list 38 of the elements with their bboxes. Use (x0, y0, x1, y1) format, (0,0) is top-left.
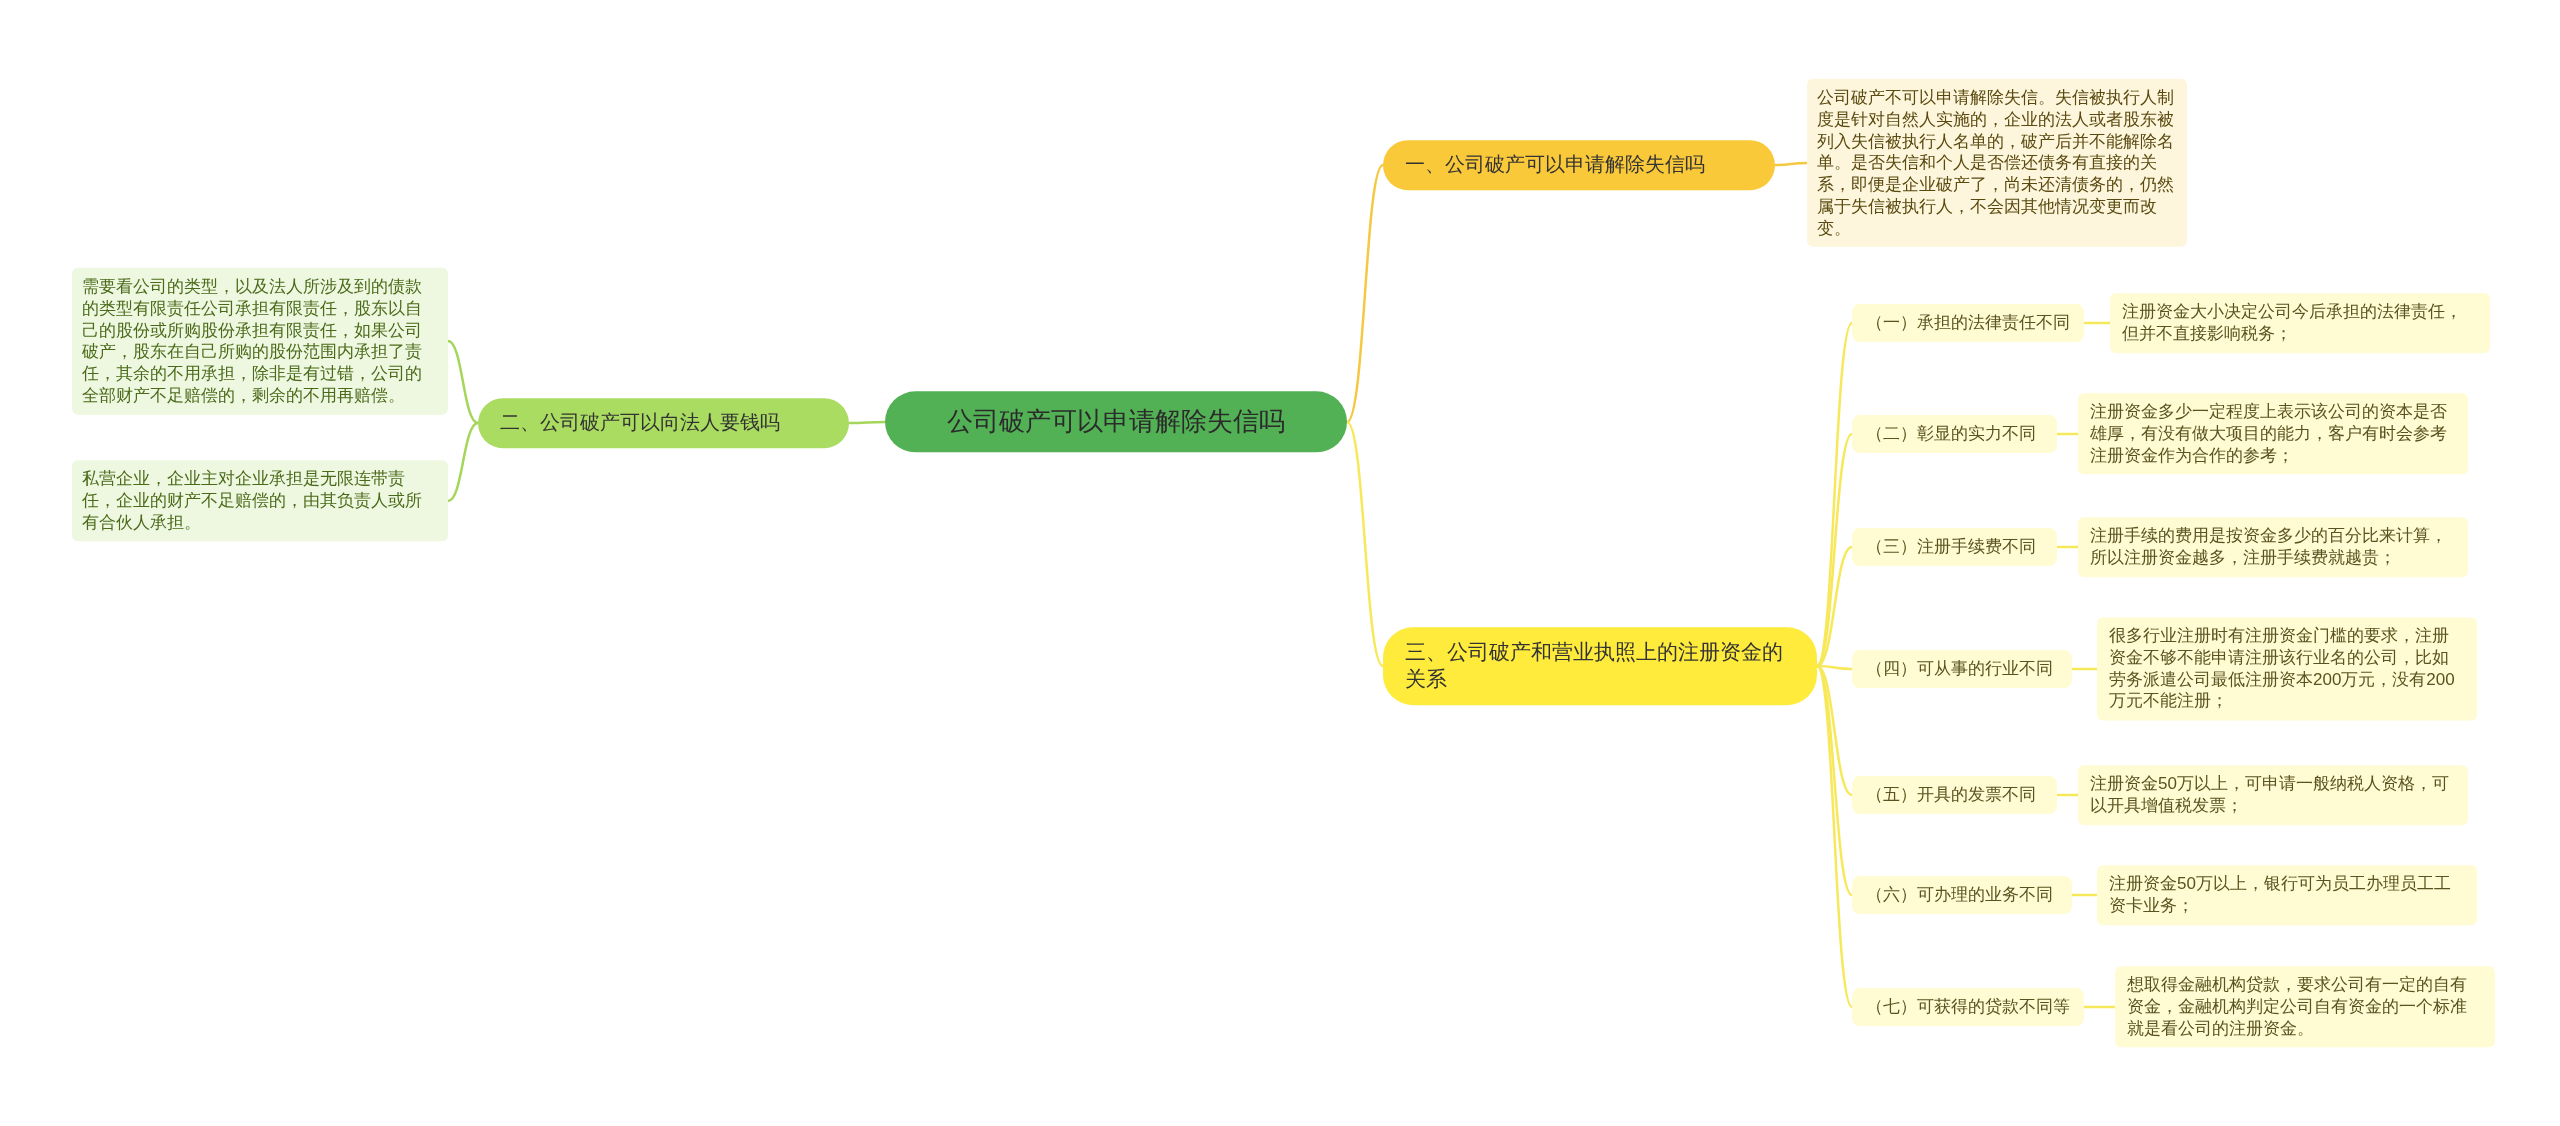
connector-line (1817, 664, 1852, 671)
connector-line (447, 339, 479, 425)
note-box: 注册手续的费用是按资金多少的百分比来计算，所以注册资金越多，注册手续费就越贵； (2078, 517, 2468, 577)
subtopic-box: （七）可获得的贷款不同等 (1852, 988, 2084, 1026)
topic-box: 一、公司破产可以申请解除失信吗 (1383, 140, 1775, 190)
note-box: 私营企业，企业主对企业承担是无限连带责任，企业的财产不足赔偿的，由其负责人或所有合伙人承担。 (72, 460, 448, 542)
connector-line (2072, 893, 2097, 897)
subtopic-box: （五）开具的发票不同 (1852, 776, 2057, 814)
note-box: 注册资金50万以上，银行可为员工办理员工工资卡业务； (2097, 865, 2477, 925)
subtopic-box: （三）注册手续费不同 (1852, 528, 2057, 566)
note-box: 注册资金50万以上，可申请一般纳税人资格，可以开具增值税发票； (2078, 765, 2468, 825)
connector-line (2057, 432, 2078, 436)
topic-box: 二、公司破产可以向法人要钱吗 (478, 398, 849, 448)
note-box: 注册资金大小决定公司今后承担的法律责任，但并不直接影响税务； (2110, 293, 2490, 353)
connector-line (1815, 322, 1854, 667)
note-box: 公司破产不可以申请解除失信。失信被执行人制度是针对自然人实施的，企业的法人或者股东被列入失信被执行人名单的，破产后并不能解除名单。是否失信和个人是否偿还债务有直接的关系，即便是企业破产了，尚未还清债务的，仍然属于失信被执行人，不会因其他情况变更而改变。 (1807, 78, 2187, 248)
connector-line (2084, 1005, 2115, 1009)
connector-line (1816, 665, 1853, 896)
note-box: 注册资金多少一定程度上表示该公司的资本是否雄厚，有没有做大项目的能力，客户有时会参考注册资金作为合作的参考； (2078, 393, 2468, 475)
connector-line (447, 421, 479, 503)
subtopic-box: （四）可从事的行业不同 (1852, 650, 2072, 688)
connector-line (1346, 421, 1384, 667)
subtopic-box: （二）彰显的实力不同 (1852, 415, 2057, 453)
topic-box: 公司破产可以申请解除失信吗 (885, 391, 1347, 453)
connector-line (2084, 321, 2110, 325)
connector-line (849, 420, 885, 425)
connector-line (1815, 665, 1854, 1008)
topic-box: 三、公司破产和营业执照上的注册资金的关系 (1383, 627, 1817, 705)
subtopic-box: （六）可办理的业务不同 (1852, 876, 2072, 914)
note-box: 很多行业注册时有注册资金门槛的要求，注册资金不够不能申请注册该行业名的公司，比如劳务派遣公司最低注册资本200万元，没有200万元不能注册； (2097, 617, 2477, 721)
note-box: 想取得金融机构贷款，要求公司有一定的自有资金，金融机构判定公司自有资金的一个标准就是看公司的注册资金。 (2115, 966, 2495, 1048)
connector-line (1775, 161, 1807, 167)
connector-line (2057, 793, 2078, 797)
connector-line (1346, 164, 1384, 423)
connector-line (2072, 667, 2097, 671)
subtopic-box: （一）承担的法律责任不同 (1852, 304, 2084, 342)
connector-line (2057, 545, 2078, 549)
note-box: 需要看公司的类型，以及法人所涉及到的债款的类型有限责任公司承担有限责任，股东以自己的股份或所购股份承担有限责任，如果公司破产，股东在自己所购的股份范围内承担了责任，其余的不用承担，除非是有过错，公司的全部财产不足赔偿的，剩余的不用再赔偿。 (72, 267, 448, 415)
